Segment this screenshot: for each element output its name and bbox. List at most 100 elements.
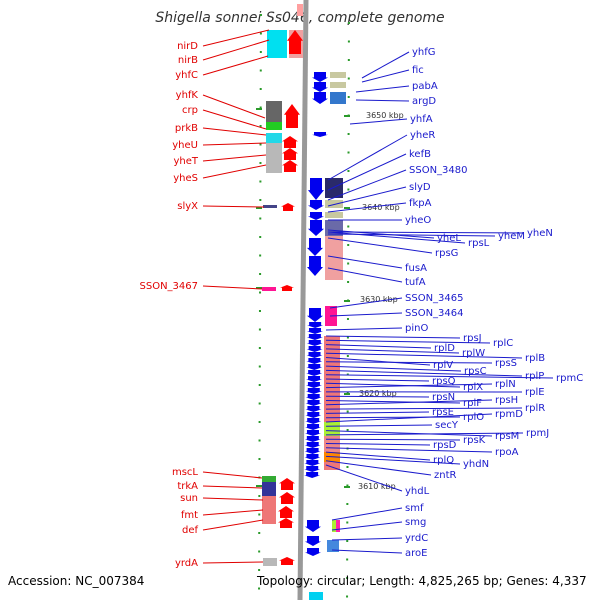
gene-block xyxy=(330,72,346,78)
leader-line xyxy=(327,202,407,213)
tick-mark xyxy=(256,108,262,110)
tick-mark xyxy=(258,328,261,331)
gene-block xyxy=(325,178,343,198)
leader-line xyxy=(325,451,431,461)
gene-label-rpsS: rpsS xyxy=(495,358,517,369)
tick-mark xyxy=(259,180,262,183)
forward-gene-arrow xyxy=(279,492,295,504)
reverse-gene-arrow xyxy=(307,328,323,334)
leader-line xyxy=(202,109,267,130)
leader-line xyxy=(202,519,264,531)
gene-label-slyX: slyX xyxy=(177,201,198,212)
gene-label-rplC: rplC xyxy=(493,338,513,349)
left-gene-labels: nirDnirByhfCyhfKcrpprkByheUyheTyheSslyXS… xyxy=(140,29,270,569)
leader-line xyxy=(202,509,264,516)
leader-line xyxy=(202,154,267,162)
leader-line xyxy=(202,94,266,119)
gene-block xyxy=(262,287,276,291)
leader-line xyxy=(325,432,524,436)
gene-block xyxy=(330,82,346,88)
forward-gene-arrow xyxy=(278,506,294,518)
leader-line xyxy=(325,399,493,406)
gene-block xyxy=(324,422,340,436)
gene-label-smf: smf xyxy=(405,503,424,514)
gene-block xyxy=(324,462,340,470)
gene-label-mscL: mscL xyxy=(172,467,198,478)
tick-mark xyxy=(344,393,350,395)
gene-label-rplX: rplX xyxy=(463,382,483,393)
gene-block xyxy=(262,482,276,496)
gene-label-yheM: yheM xyxy=(498,231,525,242)
leader-line xyxy=(327,169,407,201)
tick-mark xyxy=(259,51,262,53)
tick-mark xyxy=(259,199,262,201)
reverse-gene-arrow xyxy=(304,472,321,478)
gene-label-rpmD: rpmD xyxy=(495,409,523,420)
tick-mark xyxy=(256,287,262,289)
tick-mark xyxy=(259,254,262,257)
accession-text: Accession: NC_007384 xyxy=(8,574,144,588)
gene-label-yhfG: yhfG xyxy=(412,47,436,58)
gene-block xyxy=(297,4,303,16)
tick-mark xyxy=(346,318,349,320)
leader-line xyxy=(327,255,403,269)
tick-mark xyxy=(347,96,350,98)
tick-mark xyxy=(259,14,262,16)
leader-line xyxy=(325,430,493,437)
gene-label-rplF: rplF xyxy=(463,398,482,409)
leader-line xyxy=(329,312,403,317)
reverse-gene-arrow xyxy=(308,212,324,220)
reverse-gene-arrow xyxy=(307,238,323,256)
map-title: Shigella sonnei Ss046, complete genome xyxy=(155,10,444,26)
reverse-gene-arrow xyxy=(305,412,322,418)
leader-line xyxy=(325,383,493,389)
gene-label-yhfK: yhfK xyxy=(176,90,199,101)
gene-block xyxy=(263,205,277,208)
forward-gene-arrow xyxy=(281,203,295,211)
leader-line xyxy=(327,229,435,239)
tick-mark xyxy=(258,347,261,349)
leader-line xyxy=(331,521,403,531)
gene-block xyxy=(325,236,343,280)
leader-line xyxy=(355,99,410,102)
gene-label-prkB: prkB xyxy=(175,123,198,134)
tick-mark xyxy=(347,151,350,154)
tick-mark xyxy=(256,485,262,487)
tick-mark xyxy=(258,458,261,460)
leader-line xyxy=(331,507,403,521)
tick-mark xyxy=(344,486,350,488)
leader-line xyxy=(361,51,410,79)
leader-line xyxy=(202,142,267,146)
reverse-gene-arrow xyxy=(305,382,322,388)
tick-mark xyxy=(259,106,262,109)
leader-line xyxy=(325,416,461,419)
leader-line xyxy=(325,378,430,382)
reverse-gene-arrow xyxy=(306,346,323,352)
right-gene-labels: yhfGficpabAargDyhfAyheRkefBSSON_3480slyD… xyxy=(325,47,583,559)
reverse-gene-arrow xyxy=(305,548,321,556)
tick-mark xyxy=(258,532,261,534)
gene-label-smg: smg xyxy=(405,517,426,528)
reverse-gene-arrow xyxy=(307,256,323,276)
tick-mark xyxy=(258,384,261,386)
gene-label-nirD: nirD xyxy=(177,41,198,52)
leader-line xyxy=(325,460,432,476)
leader-line xyxy=(325,335,461,339)
leader-line xyxy=(327,267,403,283)
kbp-label: 3630 kbp xyxy=(360,295,398,304)
forward-gene-arrow xyxy=(279,557,295,565)
tick-mark xyxy=(259,217,262,220)
tick-mark xyxy=(346,355,349,357)
leader-line xyxy=(325,447,493,453)
reverse-gene-arrow xyxy=(307,322,324,328)
leader-line xyxy=(325,407,523,410)
reverse-gene-arrow xyxy=(308,220,324,236)
leader-line xyxy=(327,231,525,234)
gene-label-rplR: rplR xyxy=(525,403,545,414)
reverse-gene-arrow xyxy=(307,308,323,322)
reverse-gene-arrow xyxy=(306,358,323,364)
tick-mark xyxy=(347,170,350,172)
gene-label-yrdA: yrdA xyxy=(175,558,198,569)
